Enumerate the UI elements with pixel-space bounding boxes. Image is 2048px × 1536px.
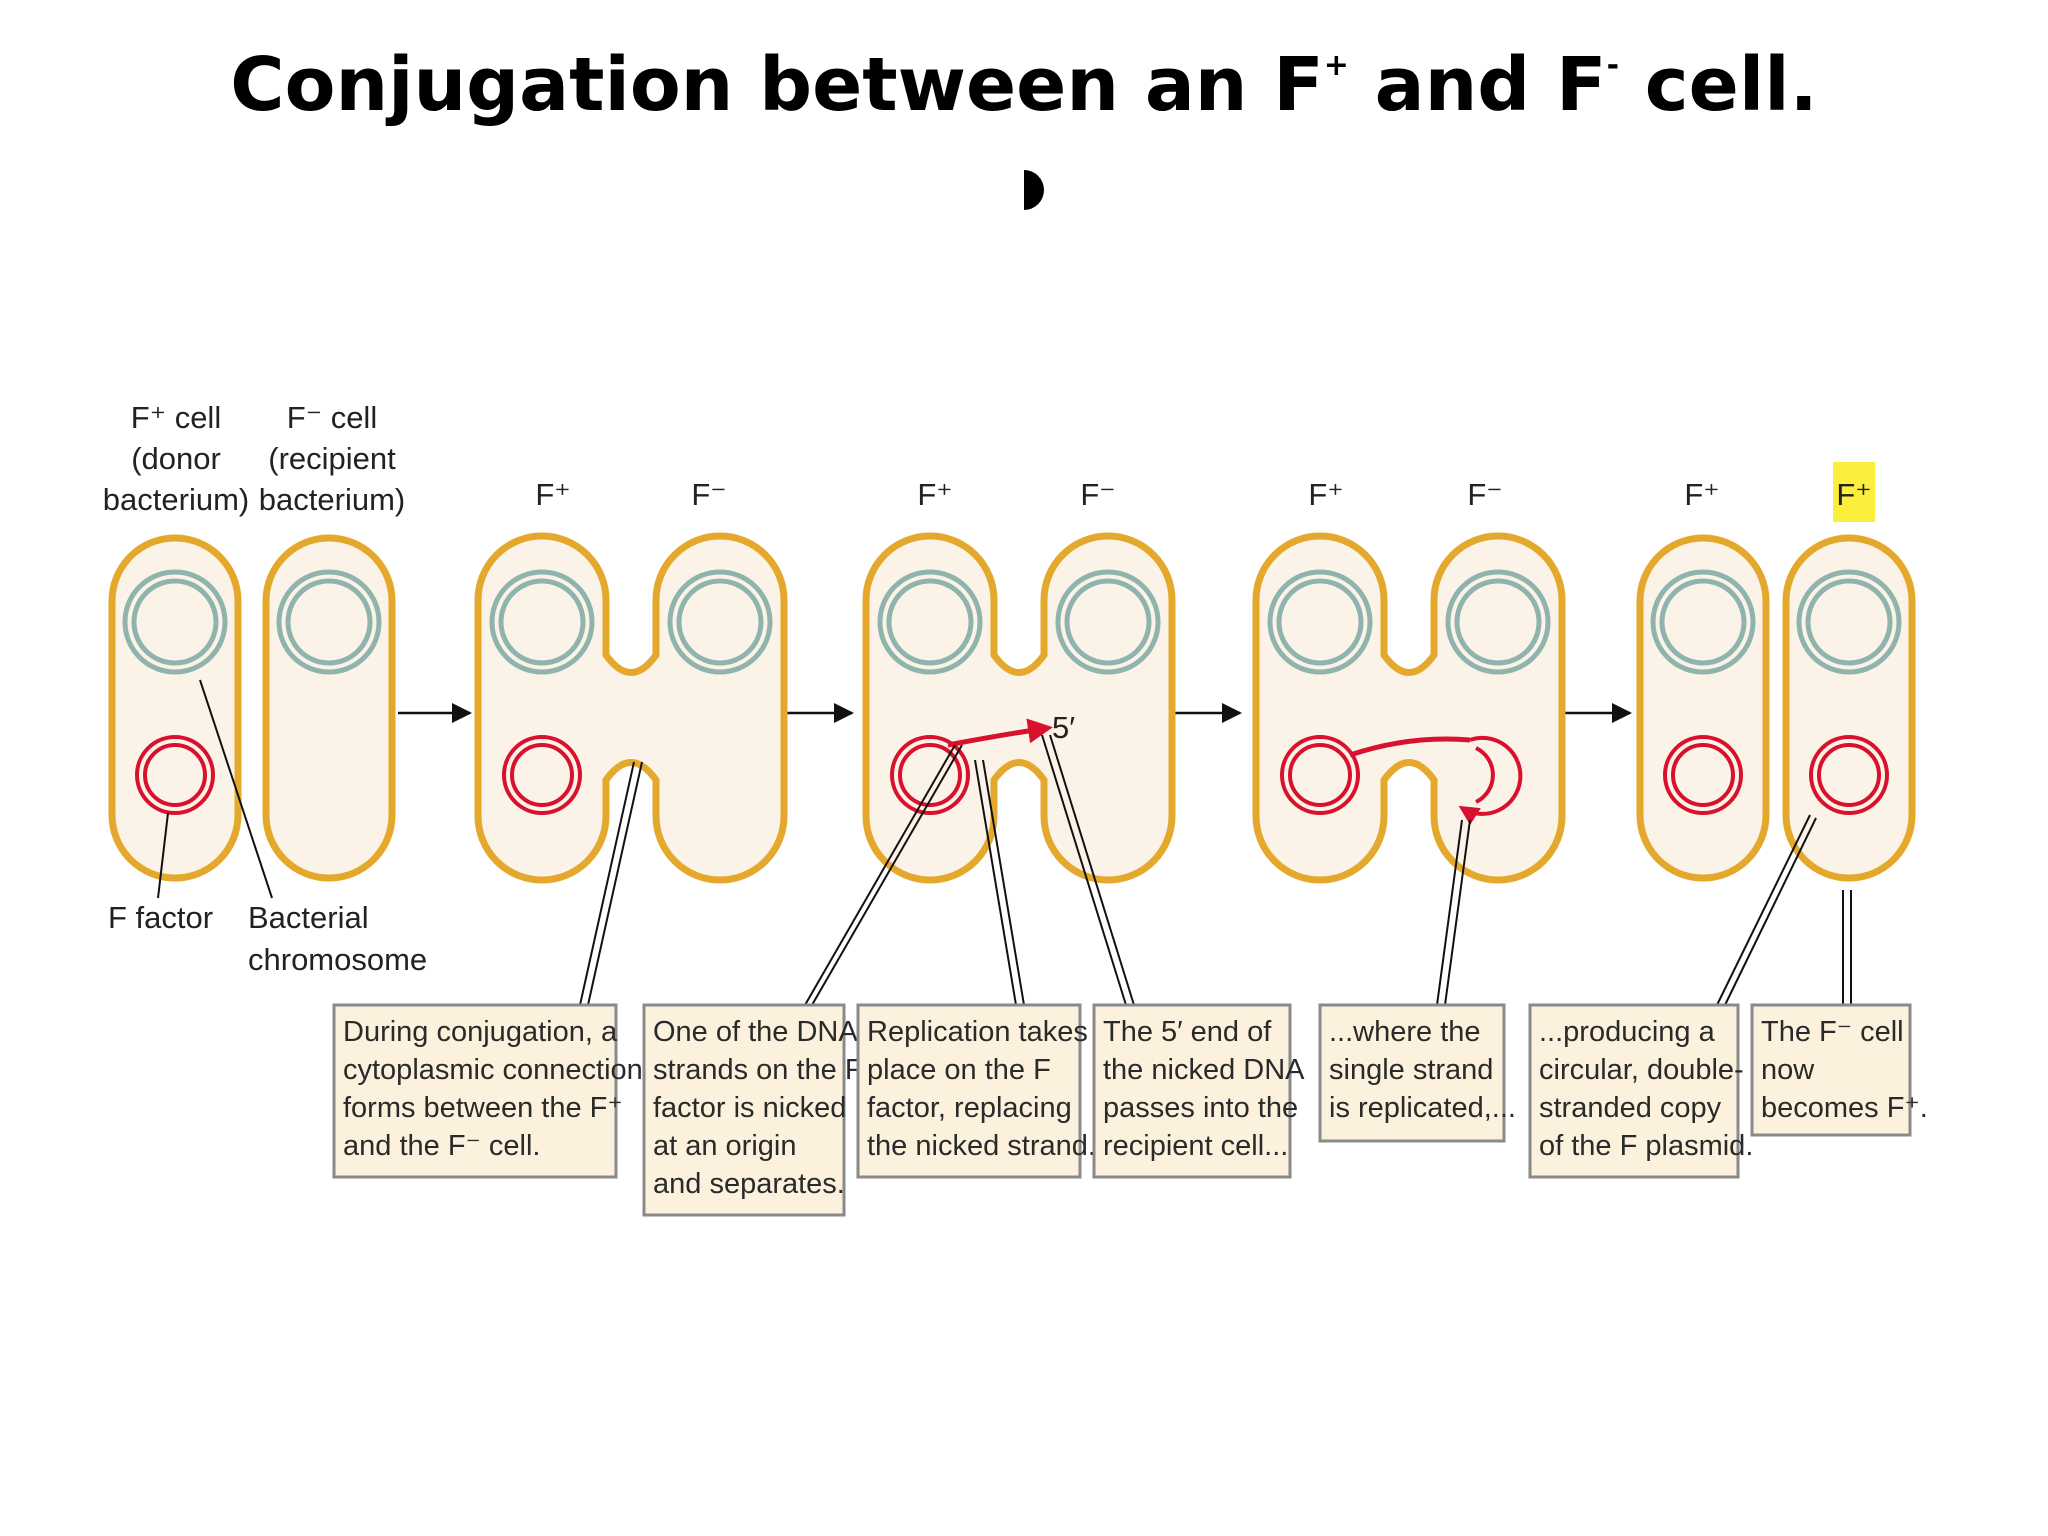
svg-text:(recipient: (recipient — [268, 441, 396, 476]
svg-text:stranded copy: stranded copy — [1539, 1092, 1722, 1124]
svg-text:single strand: single strand — [1329, 1054, 1493, 1086]
svg-text:recipient cell...: recipient cell... — [1103, 1130, 1288, 1162]
caption-box-1: During conjugation, a cytoplasmic connec… — [332, 1003, 643, 1179]
svg-text:Bacterial: Bacterial — [248, 900, 369, 935]
svg-text:passes into the: passes into the — [1103, 1092, 1298, 1124]
svg-text:forms between the F⁺: forms between the F⁺ — [343, 1092, 623, 1124]
svg-text:F⁺: F⁺ — [1308, 477, 1343, 512]
chromosome-leader — [199, 679, 273, 899]
svg-text:F⁻: F⁻ — [691, 477, 726, 512]
svg-text:The 5′ end of: The 5′ end of — [1103, 1016, 1272, 1048]
f-factor-label: F factor — [108, 900, 213, 935]
recipient-cell — [262, 534, 396, 882]
svg-text:F⁺: F⁺ — [917, 477, 952, 512]
caption-box-6: ...producing a circular, double- strande… — [1528, 1003, 1753, 1179]
caption-box-5: ...where the single strand is replicated… — [1318, 1003, 1516, 1143]
caption-box-7: The F⁻ cell now becomes F⁺. — [1750, 1003, 1928, 1137]
svg-text:and separates.: and separates. — [653, 1168, 845, 1200]
svg-text:F⁺: F⁺ — [1684, 477, 1719, 512]
stage-5-headers: F⁺ F⁺ — [1684, 462, 1875, 522]
svg-text:circular, double-: circular, double- — [1539, 1054, 1744, 1086]
five-prime-label: 5′ — [1052, 710, 1075, 745]
stage-2-headers: F⁺ F⁻ — [535, 477, 726, 512]
stage-4-cells — [1252, 532, 1566, 884]
svg-text:F⁻ cell: F⁻ cell — [287, 400, 377, 435]
caption-box-2: One of the DNA strands on the F factor i… — [642, 1003, 863, 1217]
stage-3-headers: F⁺ F⁻ — [917, 477, 1115, 512]
bullet-marker — [1024, 170, 1044, 210]
svg-text:bacterium): bacterium) — [259, 482, 405, 517]
stage-2-cells — [474, 532, 788, 884]
bacterial-chromosome-label: Bacterial chromosome — [248, 900, 427, 977]
svg-text:place on the F: place on the F — [867, 1054, 1051, 1086]
chromosome-icon — [122, 569, 382, 675]
svg-text:the nicked DNA: the nicked DNA — [1103, 1054, 1305, 1086]
stage-1-cells — [108, 534, 396, 882]
stage-4-headers: F⁺ F⁻ — [1308, 477, 1502, 512]
svg-text:During conjugation, a: During conjugation, a — [343, 1016, 618, 1048]
svg-text:chromosome: chromosome — [248, 942, 427, 977]
svg-text:Replication takes: Replication takes — [867, 1016, 1088, 1048]
svg-text:F⁻: F⁻ — [1080, 477, 1115, 512]
svg-text:the nicked strand.: the nicked strand. — [867, 1130, 1096, 1162]
f-factor-icon — [135, 735, 215, 815]
svg-text:at an origin: at an origin — [653, 1130, 797, 1162]
conjugating-pair — [474, 532, 788, 884]
nicked-strand — [947, 718, 1053, 748]
svg-text:F⁻: F⁻ — [1467, 477, 1502, 512]
fminus-cell-label: F⁻ cell (recipient bacterium) — [259, 400, 405, 517]
svg-text:cytoplasmic connection: cytoplasmic connection — [343, 1054, 643, 1086]
highlight-marker — [1833, 462, 1875, 522]
svg-text:...where the: ...where the — [1329, 1016, 1481, 1048]
caption-box-3: Replication takes place on the F factor,… — [856, 1003, 1096, 1179]
svg-text:One of the DNA: One of the DNA — [653, 1016, 858, 1048]
svg-text:factor is nicked: factor is nicked — [653, 1092, 846, 1124]
svg-text:and the F⁻ cell.: and the F⁻ cell. — [343, 1130, 540, 1162]
svg-text:of the F plasmid.: of the F plasmid. — [1539, 1130, 1753, 1162]
f-factor-leader — [157, 812, 169, 899]
svg-text:bacterium): bacterium) — [103, 482, 249, 517]
svg-text:factor, replacing: factor, replacing — [867, 1092, 1072, 1124]
donor-cell — [108, 534, 242, 882]
stage-5-cells — [1636, 534, 1916, 882]
svg-text:strands on the F: strands on the F — [653, 1054, 863, 1086]
svg-text:is replicated,...: is replicated,... — [1329, 1092, 1516, 1124]
svg-text:The F⁻ cell: The F⁻ cell — [1761, 1016, 1904, 1048]
stage-3-cells — [862, 532, 1176, 884]
svg-text:F⁺: F⁺ — [535, 477, 570, 512]
svg-text:...producing a: ...producing a — [1539, 1016, 1716, 1048]
svg-text:now: now — [1761, 1054, 1815, 1086]
page-title: Conjugation between an F+ and F- cell. — [230, 42, 1818, 128]
caption-box-4: The 5′ end of the nicked DNA passes into… — [1092, 1003, 1305, 1179]
svg-text:F⁺ cell: F⁺ cell — [131, 400, 221, 435]
svg-text:becomes F⁺.: becomes F⁺. — [1761, 1092, 1928, 1124]
fplus-cell-label: F⁺ cell (donor bacterium) — [103, 400, 249, 517]
svg-text:F⁺: F⁺ — [1836, 477, 1871, 512]
svg-text:(donor: (donor — [131, 441, 221, 476]
